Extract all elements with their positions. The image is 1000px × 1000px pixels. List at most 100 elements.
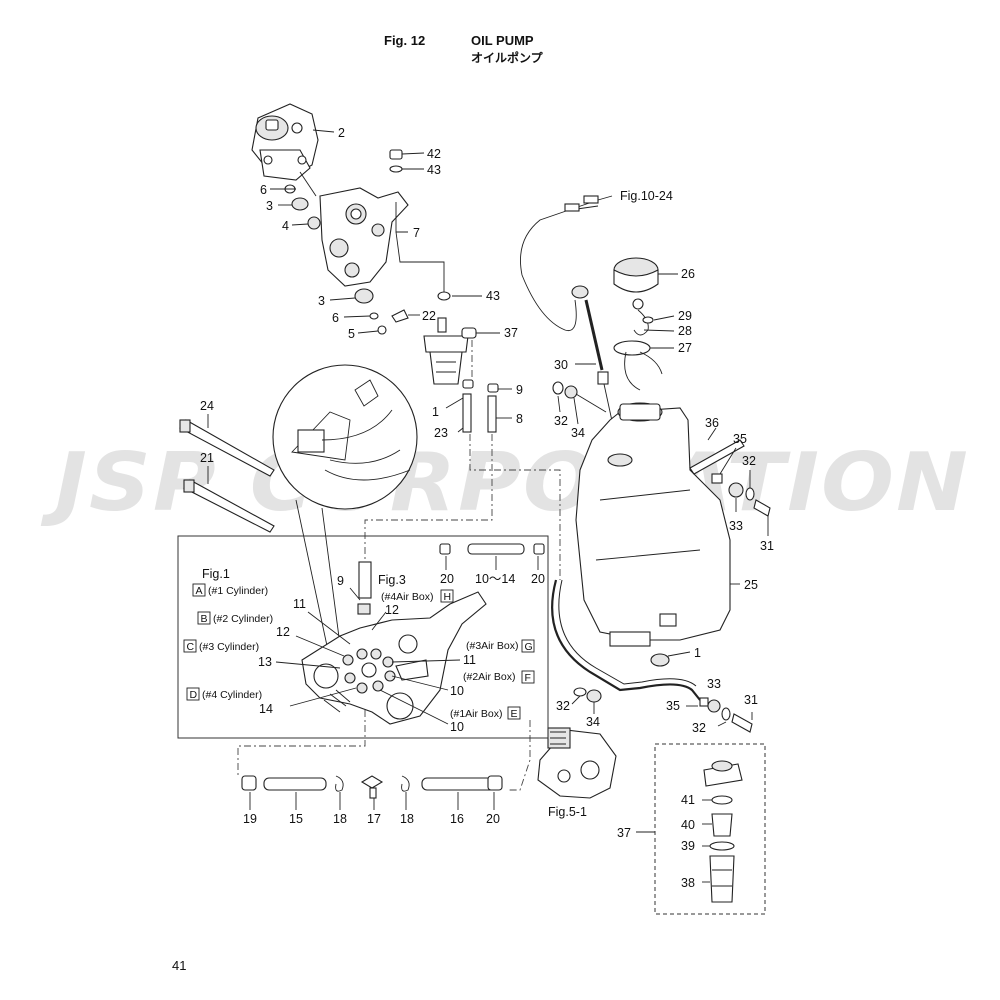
tank-cap xyxy=(613,257,678,391)
pump-leader-lines xyxy=(270,129,482,334)
part-callout: 3 xyxy=(318,294,325,308)
air-box-label: (#3Air Box) xyxy=(466,640,519,652)
part-callout: 10～14 xyxy=(475,572,515,586)
part-callout: 37 xyxy=(504,326,518,340)
part-callout: 12 xyxy=(385,603,399,617)
cylinder-label: (#1 Cylinder) xyxy=(208,585,268,597)
tank-bottom-hoses xyxy=(551,579,753,733)
part-callout: 19 xyxy=(243,812,257,826)
part-callout: 23 xyxy=(434,426,448,440)
part-callout: 34 xyxy=(571,426,585,440)
ref-fig10-24: Fig.10-24 xyxy=(620,189,673,203)
part-callout: 16 xyxy=(450,812,464,826)
ref-fig5-1: Fig.5-1 xyxy=(548,805,587,819)
part-callout: 6 xyxy=(260,183,267,197)
oil-level-sensor xyxy=(520,195,621,459)
hose-route-line-tank xyxy=(469,434,561,580)
part-callout: 13 xyxy=(258,655,272,669)
pump-small-parts xyxy=(284,149,451,335)
part-callout: 43 xyxy=(427,163,441,177)
hose-route-line xyxy=(364,340,493,560)
part-callout: 40 xyxy=(681,818,695,832)
figure-number: Fig. 12 xyxy=(384,33,426,48)
inset-leader-lines xyxy=(275,587,461,725)
inset-fig1-frame xyxy=(177,535,549,739)
fig3-label: Fig.3 xyxy=(378,573,406,587)
part-callout: 24 xyxy=(200,399,214,413)
inset-labels: Fig.1 Fig.3 A (#1 Cylinder) B (#2 Cylind… xyxy=(183,567,535,720)
pump-bracket xyxy=(319,187,409,287)
cylinder-letter: D xyxy=(190,689,198,701)
part-callout: 32 xyxy=(554,414,568,428)
hose-route-line-right xyxy=(508,720,531,791)
part-callout: 32 xyxy=(742,454,756,468)
part-callout: 29 xyxy=(678,309,692,323)
diagram-title-english: OIL PUMP xyxy=(471,33,534,48)
tank-fittings-right xyxy=(689,427,771,536)
part-callout: 34 xyxy=(586,715,600,729)
page-number: 41 xyxy=(172,958,187,973)
part-callout: 41 xyxy=(681,793,695,807)
oil-filter-37 xyxy=(423,317,512,433)
part-callout: 33 xyxy=(707,677,721,691)
callouts: Fig.10-24 Fig.5-1 2 42 43 6 3 4 7 43 3 6… xyxy=(200,126,774,890)
part-callout: 35 xyxy=(733,432,747,446)
part-callout: 4 xyxy=(282,219,289,233)
part-callout: 20 xyxy=(440,572,454,586)
fig1-label: Fig.1 xyxy=(202,567,230,581)
cable-tie-24 xyxy=(179,419,275,477)
cylinder-label: (#4 Cylinder) xyxy=(202,689,262,701)
part-callout: 6 xyxy=(332,311,339,325)
part-callout: 5 xyxy=(348,327,355,341)
part-callout: 15 xyxy=(289,812,303,826)
cylinder-label: (#2 Cylinder) xyxy=(213,613,273,625)
part-callout: 20 xyxy=(486,812,500,826)
cylinder-label: (#3 Cylinder) xyxy=(199,641,259,653)
part-callout: 31 xyxy=(744,693,758,707)
part-callout: 2 xyxy=(338,126,345,140)
part-callout: 8 xyxy=(516,412,523,426)
part-callout: 33 xyxy=(729,519,743,533)
cylinder-letter: A xyxy=(196,585,203,597)
part-callout: 38 xyxy=(681,876,695,890)
air-box-letter: F xyxy=(525,672,531,684)
part-callout: 17 xyxy=(367,812,381,826)
part-callout: 18 xyxy=(400,812,414,826)
part-callout: 35 xyxy=(666,699,680,713)
part-callout: 39 xyxy=(681,839,695,853)
part-callout: 27 xyxy=(678,341,692,355)
part-callout: 9 xyxy=(516,383,523,397)
filter-kit-parts xyxy=(636,760,743,903)
air-box-letter: H xyxy=(444,591,452,603)
part-callout: 14 xyxy=(259,702,273,716)
part-callout: 28 xyxy=(678,324,692,338)
part-callout: 10 xyxy=(450,720,464,734)
part-callout: 32 xyxy=(692,721,706,735)
part-callout: 12 xyxy=(276,625,290,639)
hose-route-line-bottom xyxy=(237,680,366,776)
bottom-hose-parts xyxy=(241,775,503,810)
oil-tank xyxy=(575,402,740,647)
part-callout: 7 xyxy=(413,226,420,240)
detail-magnifier xyxy=(272,364,418,661)
part-callout: 26 xyxy=(681,267,695,281)
part-callout: 31 xyxy=(760,539,774,553)
part-callout: 1 xyxy=(432,405,439,419)
part-callout: 32 xyxy=(556,699,570,713)
part-callout: 37 xyxy=(617,826,631,840)
air-box-label: (#4Air Box) xyxy=(381,591,434,603)
inset-hoses-top xyxy=(439,543,545,570)
cylinder-letter: C xyxy=(187,641,195,653)
part-callout: 11 xyxy=(463,653,476,667)
part-callout: 42 xyxy=(427,147,441,161)
part-callout: 25 xyxy=(744,578,758,592)
oil-pump-assembly xyxy=(251,103,319,181)
air-box-letter: G xyxy=(525,641,533,653)
inset-manifold xyxy=(301,561,487,725)
part-callout: 9 xyxy=(337,574,344,588)
part-callout: 43 xyxy=(486,289,500,303)
part-callout: 11 xyxy=(293,597,306,611)
part-callout: 21 xyxy=(200,451,214,465)
part-callout: 22 xyxy=(422,309,436,323)
